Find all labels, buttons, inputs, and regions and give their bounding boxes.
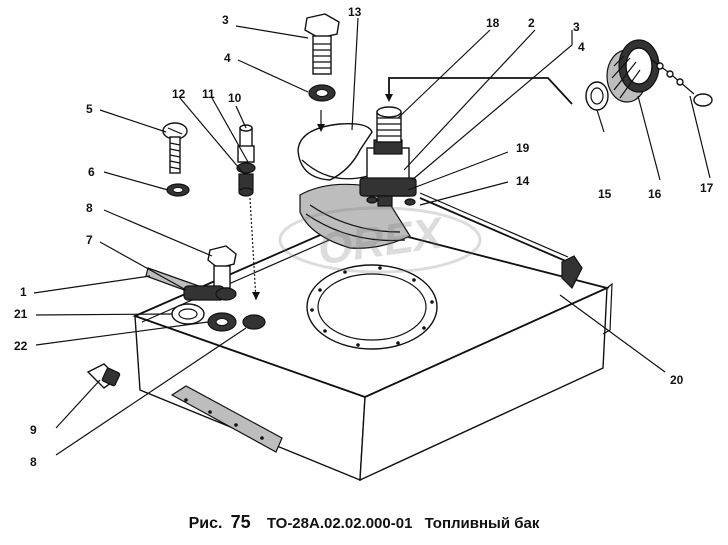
callout-16: 16 [648,187,662,201]
callout-8-bottom: 8 [30,455,37,469]
callout-22: 22 [14,339,28,353]
neck-base [359,177,417,197]
screw-part-19 [377,195,393,207]
callout-20: 20 [670,373,684,387]
callout-13: 13 [348,5,362,19]
callout-2: 2 [528,16,535,30]
chain-part-17 [651,59,713,107]
assembly-direction-arrow [385,77,573,105]
clamp-part-7 [183,285,237,301]
fuel-cap-part-16 [606,39,660,103]
caption-part-code: ТО-28А.02.02.000-01 [266,515,413,532]
washer-part-22 [207,312,237,332]
stud-part-10 [237,124,255,163]
tank-bracket [170,385,283,453]
callout-11: 11 [202,87,215,101]
screw-part-5 [162,122,188,174]
callout-3-top: 3 [222,13,229,27]
callout-5: 5 [86,102,93,116]
assembly-axis-line [249,197,260,301]
figure-caption: Рис. 75 ТО-28А.02.02.000-01 Топливный ба… [0,512,728,533]
callout-12: 12 [172,87,186,101]
tank-inspection-flange [306,264,438,350]
filler-neck-assembly [297,106,417,249]
rod-clip [561,255,583,290]
lock-washer-part-6 [166,183,190,197]
caption-figure-number: 75 [230,512,251,532]
callout-21: 21 [14,307,28,321]
nut-part-12 [238,173,254,197]
callout-3-right: 3 [573,20,580,34]
leader-lines [33,17,711,456]
callout-10: 10 [228,91,242,105]
fitting-part-21 [171,303,205,325]
callout-18: 18 [486,16,500,30]
callout-14: 14 [516,174,530,188]
drain-nut [242,314,266,330]
callout-4-top: 4 [224,51,231,65]
gasket-part-13 [297,122,373,181]
cap-assembly [585,39,713,111]
threaded-neck-part-18 [376,106,402,143]
callout-19: 19 [516,141,530,155]
drain-valve-part-9 [86,363,121,389]
callout-4-right: 4 [578,40,585,54]
caption-title: Топливный бак [424,515,540,532]
callout-labels: 3 4 13 18 2 3 4 19 14 15 16 17 5 12 11 1… [14,5,714,469]
ring-part-15 [585,81,609,111]
callout-7: 7 [86,233,93,247]
callout-6: 6 [88,165,95,179]
callout-9: 9 [30,423,37,437]
caption-prefix: Рис. [188,515,223,532]
bolt-part-3 [304,13,340,75]
callout-17: 17 [700,181,714,195]
rod-part-14 [419,192,583,290]
bolt-part-8 [207,245,237,289]
callout-1: 1 [20,285,27,299]
callout-15: 15 [598,187,612,201]
callout-8-top: 8 [86,201,93,215]
gasket-arrow [317,110,325,132]
washer-part-4 [308,84,336,102]
